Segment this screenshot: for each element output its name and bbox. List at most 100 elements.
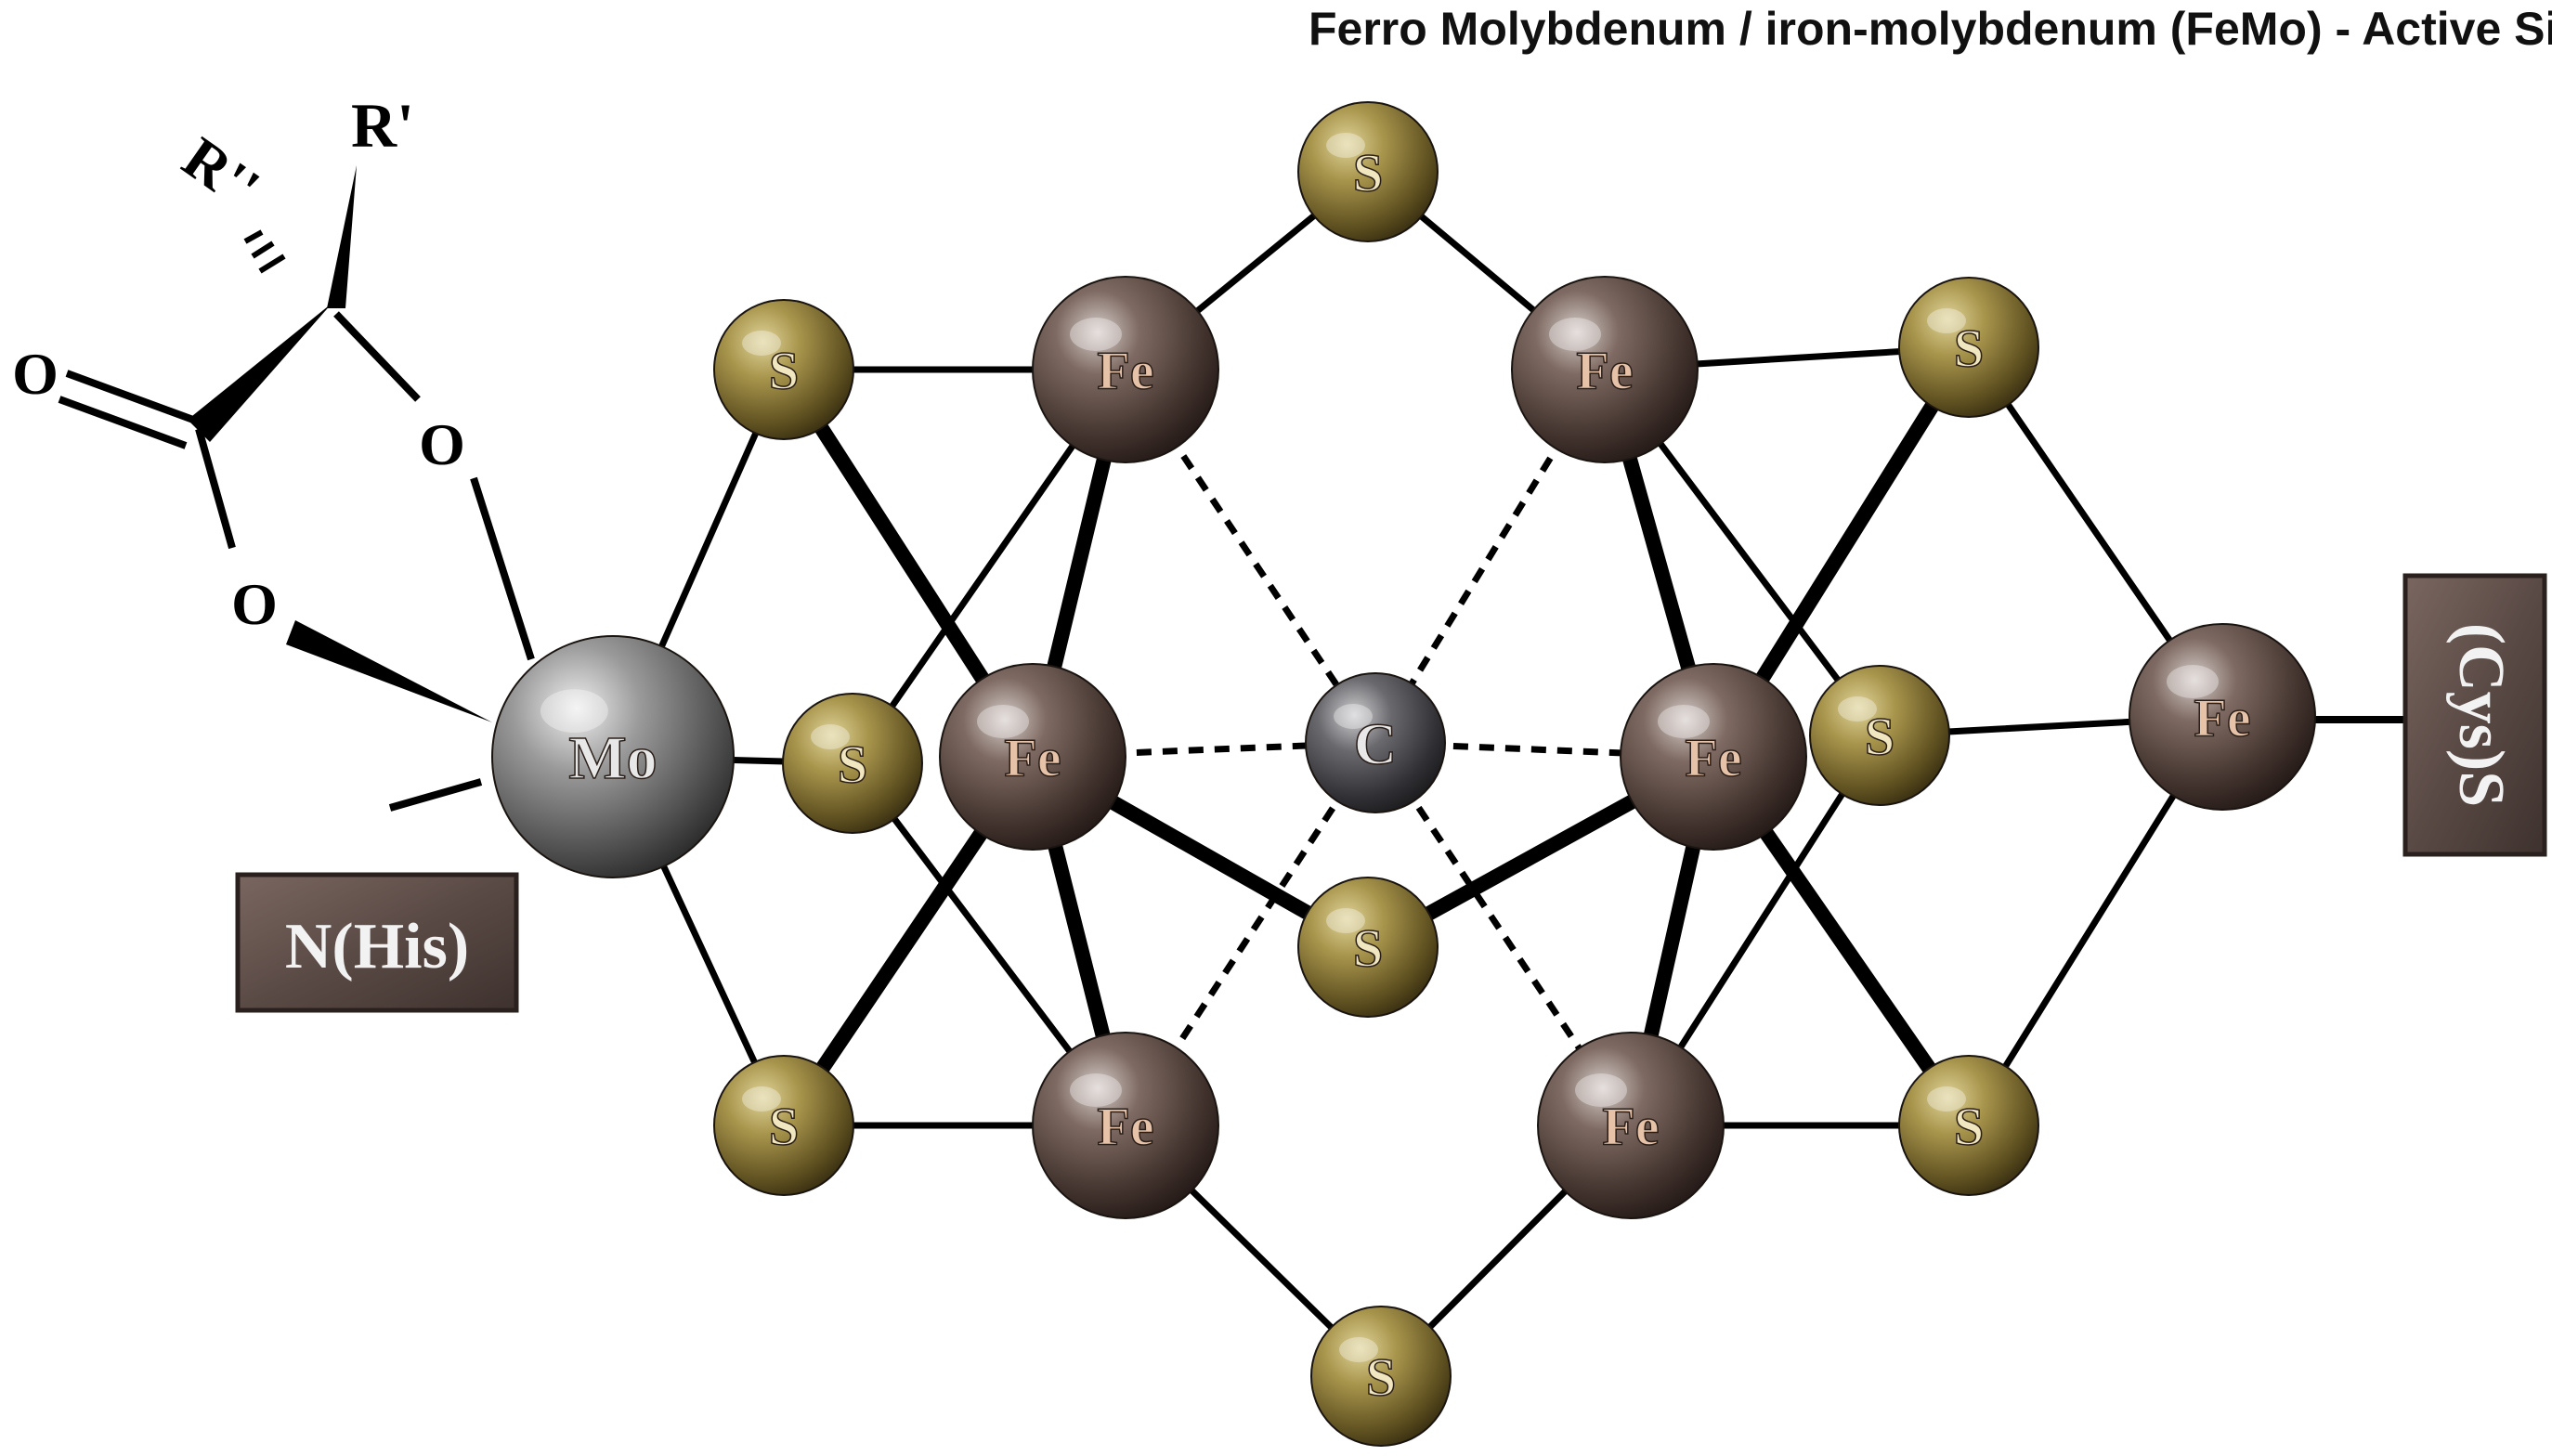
atom-s-ll: S — [713, 1055, 854, 1196]
atom-fe-ml: Fe — [939, 663, 1126, 851]
atom-sphere-s — [782, 693, 923, 834]
atom-highlight — [977, 705, 1029, 738]
bond-ring-o-upper-mo — [470, 476, 535, 661]
atom-label-s: S — [1353, 917, 1383, 978]
atom-fe-tr: Fe — [1511, 276, 1699, 463]
atom-label-fe: Fe — [1576, 340, 1633, 400]
atom-highlight — [1575, 1073, 1627, 1107]
atom-sphere-fe — [1620, 663, 1807, 851]
atom-label-s: S — [1353, 142, 1383, 202]
cys-box-frame — [2402, 573, 2547, 857]
atom-sphere-fe — [1537, 1032, 1725, 1219]
atom-s-top: S — [1297, 101, 1439, 242]
atom-label-s: S — [1954, 318, 1984, 378]
ligand-bonds — [58, 165, 2405, 812]
bond-wedge-o-mo — [286, 620, 492, 722]
label-ring-oxygen-upper: O — [419, 411, 465, 477]
atom-label-fe: Fe — [2194, 687, 2250, 748]
atom-label-s: S — [769, 340, 799, 400]
atom-s-ul: S — [713, 299, 854, 440]
atom-sphere-mo — [491, 635, 735, 878]
bond-fe-tl-c — [1123, 368, 1378, 745]
atom-s-lr: S — [1898, 1055, 2039, 1196]
cys-box-label: (Cys)S — [2445, 623, 2517, 807]
atom-fe-r: Fe — [2129, 623, 2316, 811]
atom-highlight — [1927, 1086, 1966, 1112]
atom-label-s: S — [1865, 706, 1894, 766]
atom-fe-mr: Fe — [1620, 663, 1807, 851]
diagram-title: Ferro Molybdenum / iron-molybdenum (FeMo… — [1309, 3, 2552, 55]
label-r-prime: R' — [351, 90, 414, 161]
atom-sphere-c — [1305, 672, 1446, 813]
atom-highlight — [2167, 665, 2219, 698]
atom-s-center: S — [1297, 877, 1439, 1018]
atom-highlight — [1070, 318, 1122, 351]
bond-wedge-c-calpha — [188, 303, 332, 442]
atom-highlight — [1334, 704, 1373, 729]
his-box-frame — [235, 872, 519, 1013]
bond-calpha-ring-o-upper — [333, 311, 421, 402]
atom-sphere-fe — [2129, 623, 2316, 811]
bond-carbonyl-double-1 — [65, 370, 195, 423]
atom-s-ml: S — [782, 693, 923, 834]
cys-ligand-box: (Cys)S — [2402, 573, 2547, 857]
bond-fe-tr-c — [1373, 368, 1608, 745]
atom-highlight — [742, 1086, 781, 1112]
atom-fe-bl: Fe — [1032, 1032, 1219, 1219]
atom-label-fe: Fe — [1097, 1096, 1153, 1156]
atom-sphere-s — [1898, 1055, 2039, 1196]
his-ligand-box: N(His) — [235, 872, 519, 1013]
atom-highlight — [742, 331, 781, 356]
atom-c: C — [1305, 672, 1446, 813]
atom-label-s: S — [1366, 1346, 1396, 1407]
atom-label-fe: Fe — [1685, 727, 1741, 787]
atom-sphere-s — [1297, 101, 1439, 242]
atom-highlight — [1339, 1337, 1378, 1362]
bond-wedge-r-prime — [327, 165, 357, 308]
atom-label-mo: Mo — [568, 724, 657, 792]
atom-sphere-fe — [1032, 276, 1219, 463]
bond-hashed-r-double-prime — [243, 229, 286, 274]
atom-highlight — [1326, 133, 1365, 158]
atom-label-fe: Fe — [1602, 1096, 1659, 1156]
atom-sphere-fe — [1032, 1032, 1219, 1219]
bond-carbonyl-c-ring-o-lower — [195, 427, 236, 550]
atom-s-mr: S — [1809, 665, 1950, 806]
atom-highlight — [811, 724, 850, 749]
atom-label-s: S — [769, 1096, 799, 1156]
atom-sphere-s — [1297, 877, 1439, 1018]
atom-highlight — [1838, 696, 1877, 722]
atom-sphere-s — [713, 299, 854, 440]
atom-mo: Mo — [491, 635, 735, 878]
atom-sphere-s — [713, 1055, 854, 1196]
bond-mo-his — [388, 778, 483, 812]
atom-s-ur: S — [1898, 277, 2039, 418]
atom-highlight — [540, 689, 608, 733]
atom-sphere-s — [1898, 277, 2039, 418]
bond-carbonyl-double-2 — [58, 396, 188, 449]
atom-fe-br: Fe — [1537, 1032, 1725, 1219]
atom-highlight — [1658, 705, 1710, 738]
atom-fe-tl: Fe — [1032, 276, 1219, 463]
atom-highlight — [1549, 318, 1601, 351]
atom-highlight — [1927, 308, 1966, 333]
atom-label-c: C — [1354, 710, 1397, 776]
atom-sphere-fe — [1511, 276, 1699, 463]
atom-highlight — [1070, 1073, 1122, 1107]
atom-label-s: S — [1954, 1096, 1984, 1156]
ligand-labels: R' R'' O O O — [12, 90, 465, 637]
atom-sphere-fe — [939, 663, 1126, 851]
atom-label-s: S — [838, 734, 867, 794]
atom-s-bottom: S — [1310, 1306, 1452, 1447]
his-box-label: N(His) — [285, 911, 469, 982]
label-ring-oxygen-lower: O — [231, 571, 278, 637]
atom-sphere-s — [1310, 1306, 1452, 1447]
label-carbonyl-oxygen: O — [12, 341, 59, 407]
atom-sphere-s — [1809, 665, 1950, 806]
atom-label-fe: Fe — [1097, 340, 1153, 400]
atom-label-fe: Fe — [1004, 727, 1061, 787]
label-r-double-prime: R'' — [171, 124, 271, 222]
atom-highlight — [1326, 908, 1365, 933]
